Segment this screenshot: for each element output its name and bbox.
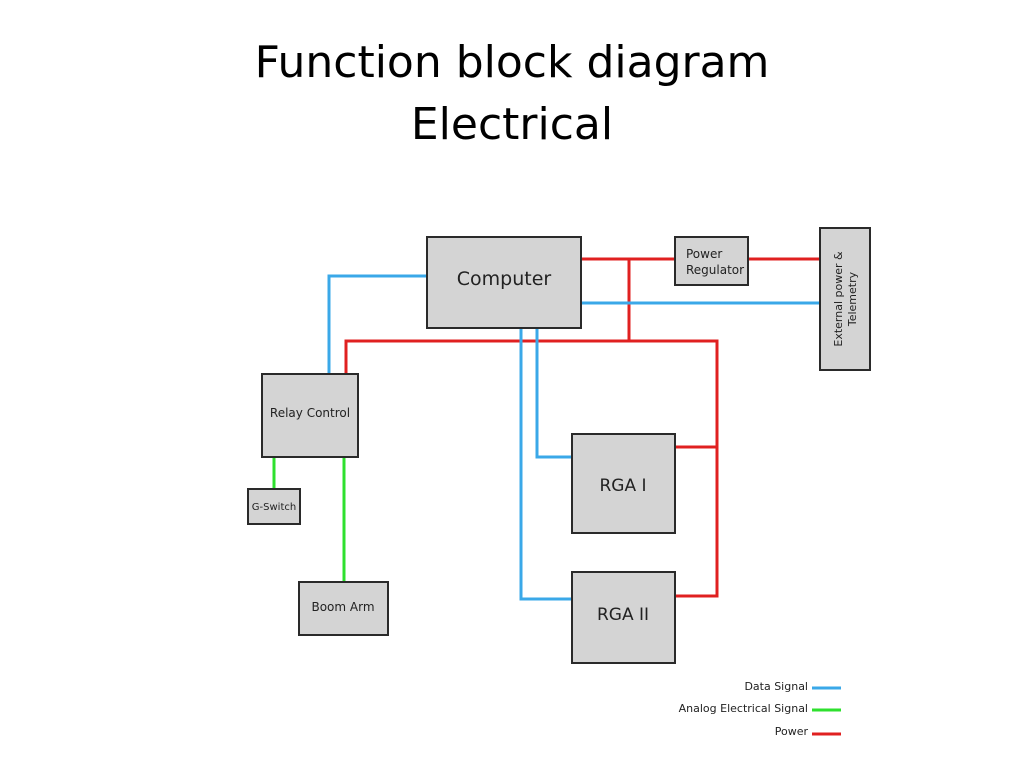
external-power-telemetry-box <box>819 227 871 371</box>
g-switch-box <box>247 488 301 525</box>
relay-control-box <box>261 373 359 458</box>
relay-control-block: Relay Control <box>261 373 359 458</box>
power-regulator-block: Power Regulator <box>674 236 749 286</box>
slide-title: Function block diagram Electrical <box>0 32 1024 156</box>
rga2-label: RGA II <box>597 605 649 625</box>
data-wire-computer-relay <box>327 274 429 376</box>
boom-arm-box <box>298 581 389 636</box>
computer-box <box>426 236 582 329</box>
relay-control-label: Relay Control <box>270 406 350 420</box>
title-line-2: Electrical <box>410 99 614 150</box>
legend-item-data-signal: Data Signal <box>744 680 841 693</box>
rga2-block: RGA II <box>571 571 676 664</box>
legend-item-analog-signal: Analog Electrical Signal <box>679 702 841 715</box>
rga1-label: RGA I <box>599 476 646 496</box>
power-regulator-label-line2: Regulator <box>686 263 744 277</box>
legend-label-analog-signal: Analog Electrical Signal <box>679 702 808 715</box>
legend-label-power: Power <box>775 725 809 738</box>
boom-arm-label: Boom Arm <box>311 600 374 614</box>
data-wire-computer-rga2 <box>519 326 574 601</box>
title-line-1: Function block diagram <box>254 37 770 88</box>
g-switch-label: G-Switch <box>252 502 296 513</box>
g-switch-block: G-Switch <box>247 488 301 525</box>
external-power-telemetry-block: External power & Telemetry <box>819 227 871 371</box>
rga2-box <box>571 571 676 664</box>
rga1-block: RGA I <box>571 433 676 534</box>
computer-block: Computer <box>426 236 582 329</box>
power-wires <box>344 257 822 598</box>
legend-label-data-signal: Data Signal <box>744 680 808 693</box>
power-regulator-box <box>674 236 749 286</box>
analog-wires <box>272 455 346 584</box>
blocks: Computer Power Regulator External power … <box>247 227 871 664</box>
external-label-line1: External power & <box>832 251 845 347</box>
boom-arm-block: Boom Arm <box>298 581 389 636</box>
rga1-box <box>571 433 676 534</box>
legend: Data Signal Analog Electrical Signal Pow… <box>679 680 841 738</box>
legend-item-power: Power <box>775 725 841 738</box>
data-wire-computer-rga1 <box>535 326 574 459</box>
power-regulator-label-line1: Power <box>686 247 722 261</box>
computer-label: Computer <box>457 268 552 290</box>
data-wires <box>327 274 822 601</box>
external-label-line2: Telemetry <box>846 271 859 327</box>
